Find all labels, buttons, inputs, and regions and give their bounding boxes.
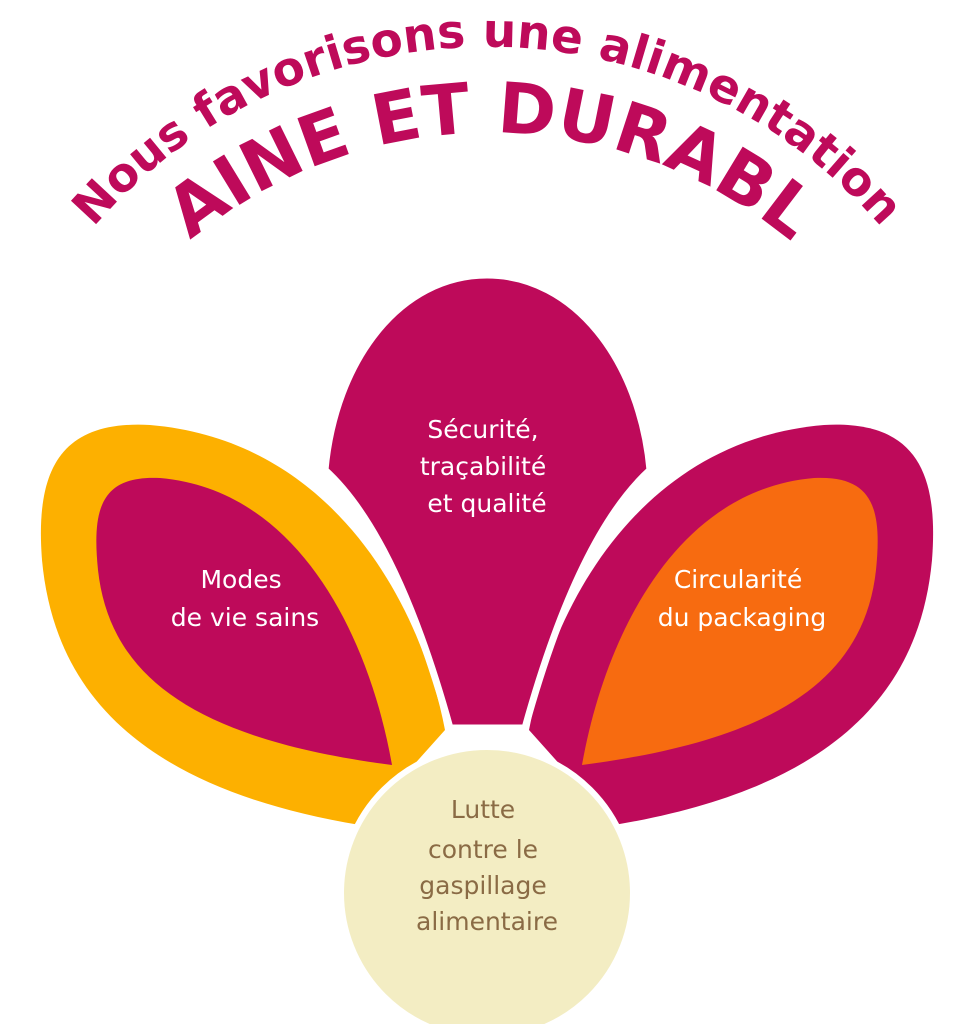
svg-text:Circularité du packaging: Circularité du packaging [658,565,826,632]
petal-label: traçabilité [420,452,546,481]
svg-text:Modes de vie sains: Modes de vie sains [171,565,319,632]
petal-label: Sécurité, [427,415,538,444]
circle-food-waste: Lutte contre le gaspillage alimentaire [338,744,636,1024]
petal-label: de vie sains [171,603,319,632]
circle-label: contre le [428,835,538,864]
petal-label: et qualité [427,489,546,518]
svg-text:Lutte contre le ga: Lutte contre le gaspillage alimentaire [416,795,558,936]
svg-text:Sécurité, traçabilité: Sécurité, traçabilité et qualité [420,415,554,518]
circle-label: gaspillage [419,871,547,900]
petal-healthy-lifestyles: Modes de vie sains [40,424,446,825]
petal-packaging-circularity: Circularité du packaging [529,424,934,825]
circle-label: Lutte [451,795,515,824]
petal-label: Modes [200,565,281,594]
petal-label: Circularité [674,565,802,594]
petal-label: du packaging [658,603,826,632]
circle-label: alimentaire [416,907,558,936]
petal-safety-traceability-quality: Sécurité, traçabilité et qualité [321,271,654,732]
